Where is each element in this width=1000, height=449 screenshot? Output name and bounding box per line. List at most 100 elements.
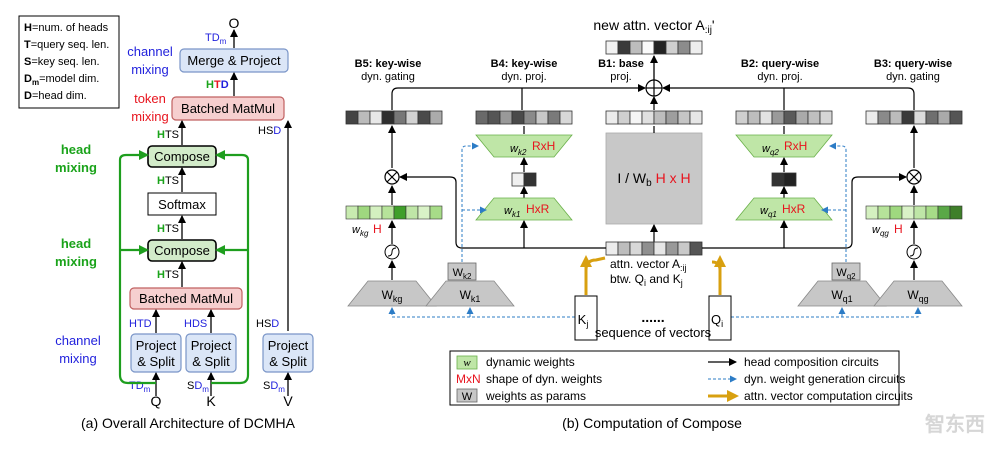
svg-text:B1: base: B1: base xyxy=(598,58,644,70)
svg-text:H: H xyxy=(894,222,903,236)
caption-b: (b) Computation of Compose xyxy=(562,415,742,431)
head-mixing-loop-left xyxy=(118,150,156,385)
svg-text:B4: key-wise: B4: key-wise xyxy=(491,58,558,70)
kj-vector-box xyxy=(574,295,598,341)
right-panel: new attn. vector A:ij' B5: key-wise dyn.… xyxy=(345,17,985,436)
w-k2-box xyxy=(447,262,477,281)
legend-s: S=key seq. len. xyxy=(24,56,100,68)
svg-text:head composition circuits: head composition circuits xyxy=(744,355,879,369)
svg-text:HSD: HSD xyxy=(256,318,279,330)
svg-text:Qi: Qi xyxy=(711,312,723,329)
svg-text:B2: query-wise: B2: query-wise xyxy=(741,58,819,70)
svg-text:wqg: wqg xyxy=(872,224,889,238)
svg-text:btw. Qi and Kj: btw. Qi and Kj xyxy=(610,272,683,288)
svg-text:HxR: HxR xyxy=(782,202,806,216)
merge-project-label: Merge & Project xyxy=(187,53,281,68)
batched-matmul-bottom-label: Batched MatMul xyxy=(139,291,233,306)
svg-text:HTD: HTD xyxy=(129,318,152,330)
svg-text:proj.: proj. xyxy=(610,71,631,83)
watermark: 智东西 xyxy=(925,412,985,436)
svg-text:HSD: HSD xyxy=(258,125,281,137)
svg-text:HTS: HTS xyxy=(157,129,179,141)
svg-text:B5: key-wise: B5: key-wise xyxy=(355,58,422,70)
vector-b2 xyxy=(735,110,833,125)
vector-b3 xyxy=(865,110,963,125)
svg-text:HTS: HTS xyxy=(157,269,179,281)
svg-text:attn. vector computation circu: attn. vector computation circuits xyxy=(744,389,913,403)
compose-mid-label: Compose xyxy=(154,243,210,258)
input-q: Q xyxy=(151,393,162,409)
svg-text:mixing: mixing xyxy=(55,160,97,175)
svg-text:Project: Project xyxy=(136,338,177,353)
svg-text:Project: Project xyxy=(268,338,309,353)
vector-b5 xyxy=(345,110,443,125)
input-k: K xyxy=(206,393,216,409)
new-attn-vector-title: new attn. vector A:ij' xyxy=(593,17,714,36)
batched-matmul-top-label: Batched MatMul xyxy=(181,101,275,116)
svg-text:w: w xyxy=(463,357,471,369)
svg-text:wkg: wkg xyxy=(352,224,369,238)
vector-b1 xyxy=(605,110,703,125)
w-q2-box xyxy=(831,262,861,281)
qi-vector-box xyxy=(708,295,732,341)
compose-top-label: Compose xyxy=(154,149,210,164)
svg-text:SDm: SDm xyxy=(263,380,285,394)
svg-text:mixing: mixing xyxy=(59,351,97,366)
svg-text:HTS: HTS xyxy=(157,175,179,187)
w-qg-trapezoid xyxy=(873,280,963,307)
compose-legend xyxy=(449,350,900,406)
svg-text:weights as params: weights as params xyxy=(485,389,586,403)
svg-text:mixing: mixing xyxy=(55,254,97,269)
softmax-label: Softmax xyxy=(158,197,206,212)
gating-vector-b5 xyxy=(345,205,443,220)
svg-text:& Split: & Split xyxy=(137,354,175,369)
svg-text:H: H xyxy=(373,222,382,236)
w-k1-trapezoid xyxy=(425,280,515,307)
svg-text:RxH: RxH xyxy=(784,139,807,153)
w-k1-dyn-trapezoid xyxy=(475,197,573,221)
svg-text:HDS: HDS xyxy=(184,318,207,330)
svg-text:W: W xyxy=(462,391,473,403)
svg-text:RxH: RxH xyxy=(532,139,555,153)
svg-text:TDm: TDm xyxy=(205,32,227,46)
legend-t: T=query seq. len. xyxy=(24,39,109,51)
svg-text:& Split: & Split xyxy=(269,354,307,369)
head-mixing-loop-right xyxy=(211,150,250,385)
legend-h: H=num. of heads xyxy=(24,22,109,34)
svg-text:dyn. gating: dyn. gating xyxy=(361,71,415,83)
svg-text:SDm: SDm xyxy=(187,380,209,394)
svg-text:dyn. weight generation circuit: dyn. weight generation circuits xyxy=(744,372,905,386)
svg-text:mixing: mixing xyxy=(131,109,169,124)
sequence-of-vectors-label: sequence of vectors xyxy=(595,325,712,340)
legend-d: D=head dim. xyxy=(24,90,87,102)
svg-text:HTS: HTS xyxy=(157,223,179,235)
caption-a: (a) Overall Architecture of DCMHA xyxy=(81,415,296,431)
head-mixing-label-2: head xyxy=(61,236,91,251)
left-panel: H=num. of heads T=query seq. len. S=key … xyxy=(18,15,314,431)
svg-text:Kj: Kj xyxy=(578,312,589,329)
svg-text:......: ...... xyxy=(641,309,664,325)
head-mixing-label-1: head xyxy=(61,142,91,157)
svg-text:I / Wb H x H: I / Wb H x H xyxy=(617,170,690,189)
gating-vector-b3 xyxy=(865,205,963,220)
svg-text:HTD: HTD xyxy=(206,79,229,91)
notation-legend xyxy=(18,15,120,109)
w-k2-dyn-trapezoid xyxy=(475,134,573,158)
legend-dm: Dm=model dim. xyxy=(24,73,99,87)
svg-text:dynamic weights: dynamic weights xyxy=(486,355,575,369)
batched-matmul-top-box xyxy=(171,96,285,121)
svg-text:MxN: MxN xyxy=(456,372,481,386)
svg-text:dyn. gating: dyn. gating xyxy=(886,71,940,83)
channel-mixing-bottom-label: channel xyxy=(55,333,101,348)
svg-text:& Split: & Split xyxy=(192,354,230,369)
token-mixing-label: token xyxy=(134,91,166,106)
svg-text:HxR: HxR xyxy=(526,202,550,216)
svg-text:attn. vector A:ij: attn. vector A:ij xyxy=(610,257,687,273)
svg-text:mixing: mixing xyxy=(131,62,169,77)
svg-text:Project: Project xyxy=(191,338,232,353)
svg-text:shape of dyn. weights: shape of dyn. weights xyxy=(486,372,602,386)
vector-b4 xyxy=(475,110,573,125)
input-v: V xyxy=(283,393,293,409)
svg-text:dyn. proj.: dyn. proj. xyxy=(757,71,802,83)
